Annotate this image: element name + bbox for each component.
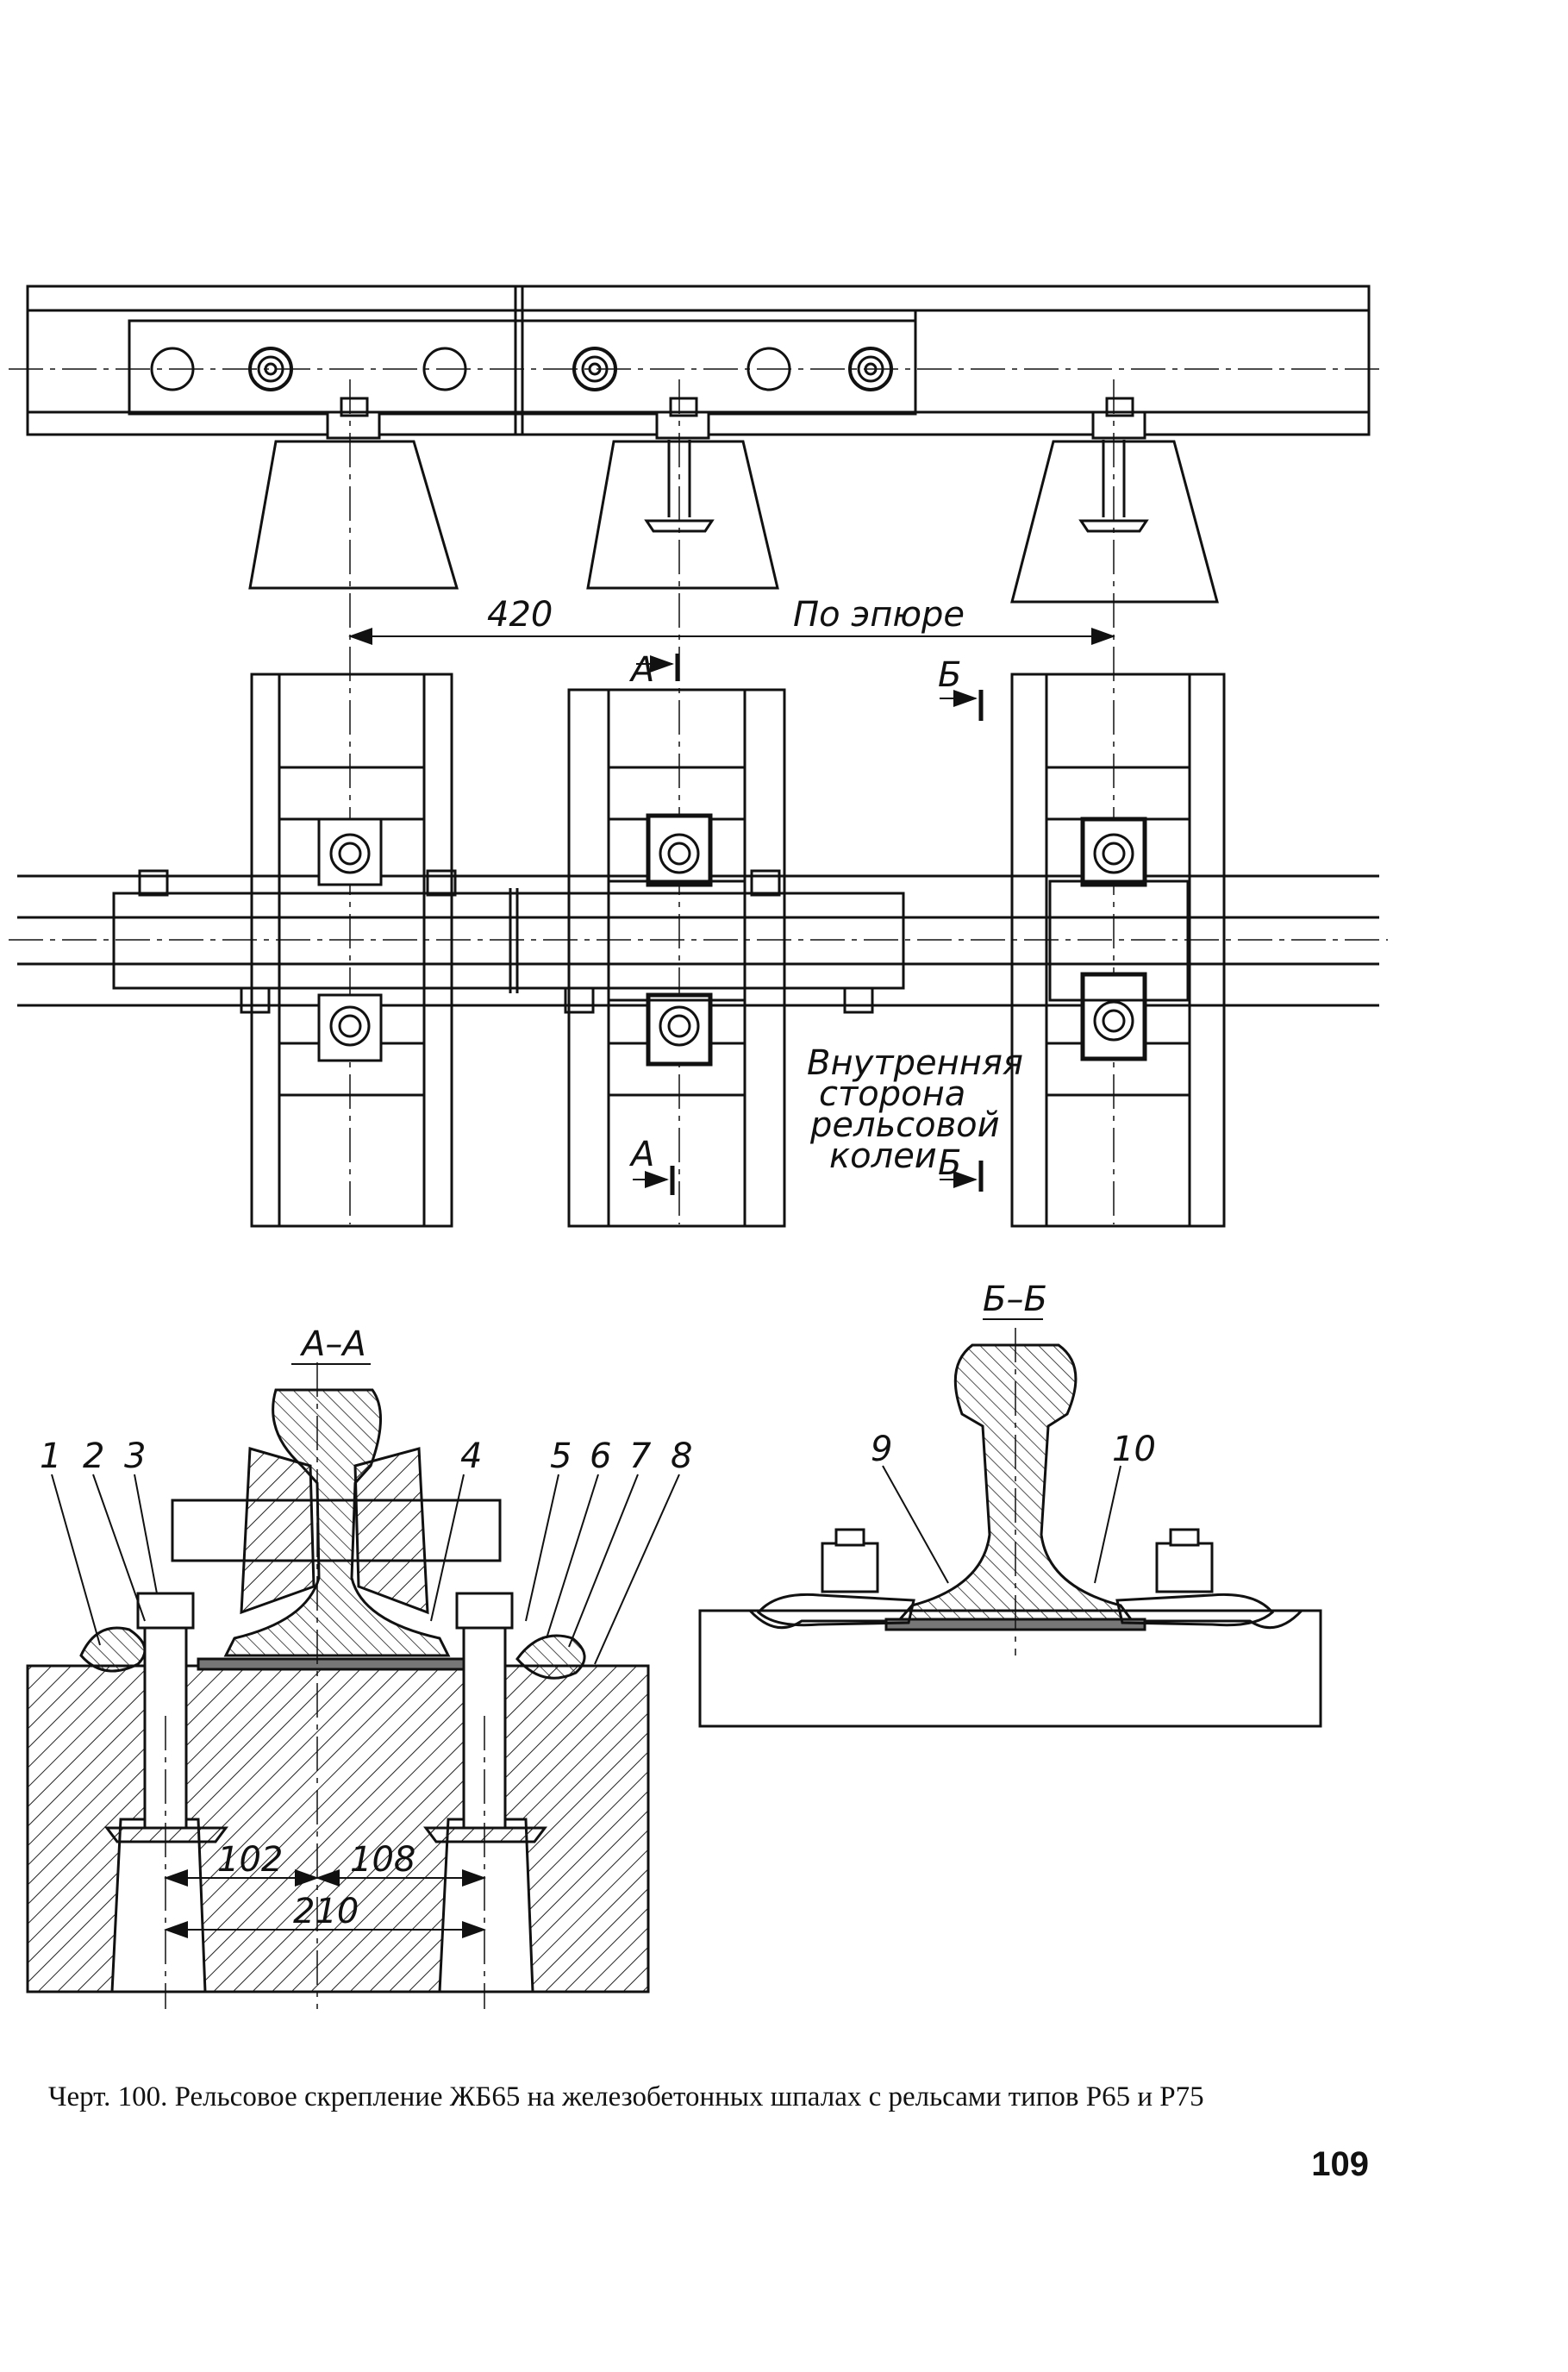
dim-102: 102 [217, 1840, 283, 1880]
part-5: 5 [550, 1436, 572, 1476]
plan-view [9, 654, 1388, 1228]
inner-side-note: Внутренняя сторона рельсовой колеи [807, 1043, 1023, 1176]
part-numbers-aa: 1 2 3 4 5 6 7 8 [40, 1436, 692, 1476]
part-3: 3 [124, 1436, 146, 1476]
section-arrow-a-top: А [628, 650, 654, 690]
part-4: 4 [460, 1436, 482, 1476]
part-8: 8 [671, 1436, 692, 1476]
note-line-1: Внутренняя [807, 1043, 1023, 1083]
dim-po-epyure: По эпюре [793, 595, 965, 635]
section-bb-title: Б–Б [983, 1280, 1047, 1319]
figure-caption: Черт. 100. Рельсовое скрепление ЖБ65 на … [48, 2081, 1204, 2112]
note-line-2: сторона [819, 1074, 965, 1114]
part-6: 6 [590, 1436, 611, 1476]
note-line-4: колеи [829, 1136, 937, 1176]
note-line-3: рельсовой [809, 1105, 1000, 1145]
section-arrow-b-top: Б [938, 655, 961, 695]
part-1: 1 [40, 1436, 61, 1476]
dim-210: 210 [293, 1892, 359, 1931]
section-bb [698, 1318, 1322, 1728]
page-number: 109 [1311, 2145, 1369, 2183]
section-arrow-b-bottom: Б [938, 1143, 961, 1183]
section-aa [26, 1362, 680, 2009]
part-7: 7 [629, 1436, 652, 1476]
part-10: 10 [1112, 1430, 1156, 1469]
part-9: 9 [871, 1430, 892, 1469]
dim-108: 108 [350, 1840, 415, 1880]
elevation-view [9, 285, 1386, 1224]
section-aa-title: А–А [299, 1324, 366, 1364]
section-arrow-a-bottom: А [628, 1135, 654, 1174]
dim-420: 420 [487, 595, 553, 635]
part-2: 2 [83, 1436, 104, 1476]
